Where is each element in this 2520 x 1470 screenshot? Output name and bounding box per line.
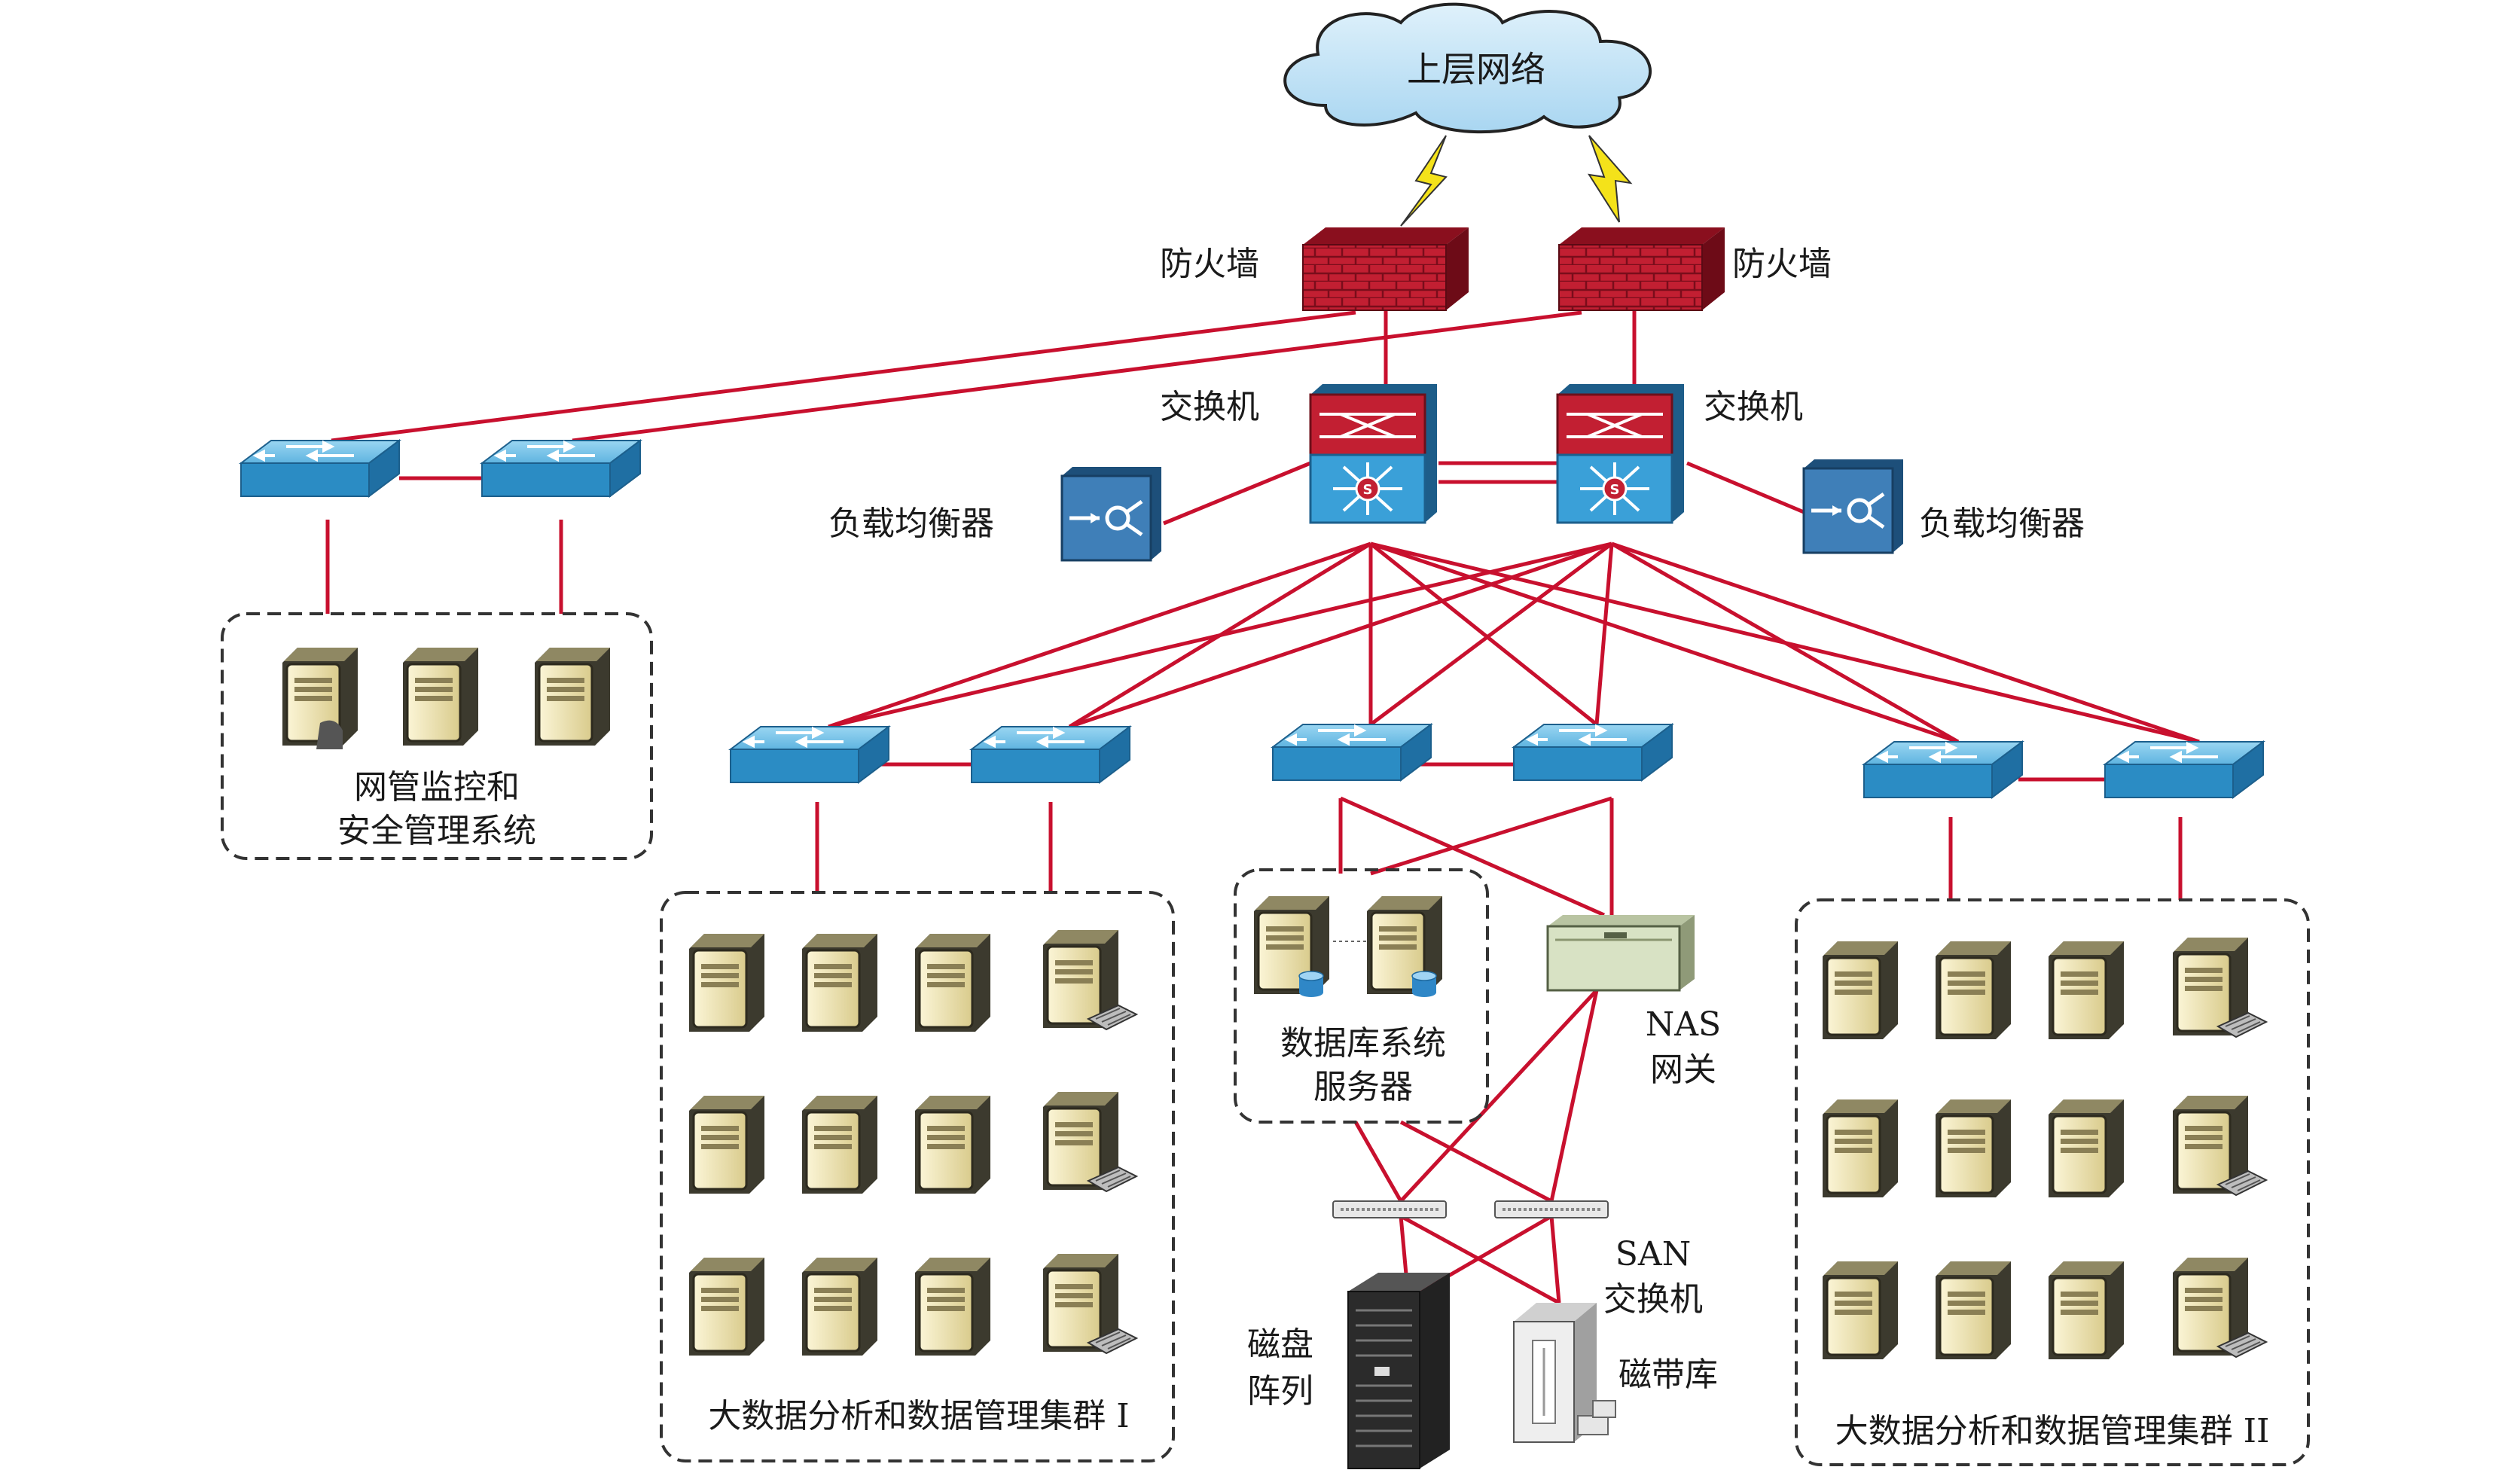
disk-label-line2: 阵列 bbox=[1247, 1372, 1313, 1411]
mgmt-servers bbox=[281, 646, 612, 749]
storage-switch-2 bbox=[1512, 723, 1673, 782]
firewall-left bbox=[1302, 227, 1469, 311]
lightning-right-icon bbox=[1587, 135, 1633, 223]
mgmt-group-box bbox=[221, 612, 653, 860]
core-switch-left bbox=[1309, 383, 1438, 524]
db-group-box bbox=[1234, 868, 1489, 1124]
tape-library bbox=[1513, 1303, 1616, 1443]
db-label-line1: 数据库系统 bbox=[1280, 1024, 1446, 1063]
san-switch-left bbox=[1332, 1200, 1447, 1218]
firewall-right bbox=[1558, 227, 1725, 311]
san-switch-right bbox=[1494, 1200, 1609, 1218]
cluster2-switch-1 bbox=[1863, 740, 2024, 799]
cluster1-switch-1 bbox=[729, 725, 890, 784]
firewall-right-label: 防火墙 bbox=[1732, 245, 1832, 283]
disk-label-line1: 磁盘 bbox=[1247, 1325, 1313, 1364]
cluster2-label: 大数据分析和数据管理集群 II bbox=[1835, 1412, 2270, 1450]
core-switch-right bbox=[1556, 383, 1686, 524]
cluster2-box bbox=[1795, 898, 2310, 1466]
core-switch-left-label: 交换机 bbox=[1160, 388, 1259, 426]
cluster1-servers bbox=[688, 930, 1136, 1357]
core-switch-right-label: 交换机 bbox=[1704, 388, 1803, 426]
cluster2-switch-2 bbox=[2104, 740, 2265, 799]
mgmt-switch-2 bbox=[481, 439, 642, 498]
cloud-label: 上层网络 bbox=[1407, 49, 1545, 90]
cluster1-switch-2 bbox=[970, 725, 1131, 784]
cluster1-box bbox=[660, 891, 1175, 1462]
nas-label-line2: 网关 bbox=[1650, 1051, 1716, 1089]
db-label-line2: 服务器 bbox=[1313, 1068, 1413, 1106]
cluster1-label: 大数据分析和数据管理集群 I bbox=[708, 1397, 1129, 1435]
cloud-upper-network: 上层网络 bbox=[1283, 2, 1652, 134]
mgmt-label-line1: 网管监控和 bbox=[354, 768, 520, 807]
load-balancer-right-label: 负载均衡器 bbox=[1919, 505, 2085, 543]
load-balancer-right bbox=[1804, 459, 1903, 553]
firewall-left-label: 防火墙 bbox=[1160, 245, 1259, 283]
mgmt-label-line2: 安全管理系统 bbox=[337, 812, 536, 850]
san-label-line2: 交换机 bbox=[1603, 1280, 1703, 1319]
tape-label: 磁带库 bbox=[1618, 1356, 1718, 1394]
disk-array bbox=[1347, 1273, 1450, 1469]
mgmt-switch-1 bbox=[239, 439, 401, 498]
nas-label-line1: NAS bbox=[1646, 1005, 1721, 1044]
load-balancer-left-label: 负载均衡器 bbox=[828, 505, 994, 543]
storage-switch-1 bbox=[1271, 723, 1432, 782]
db-servers bbox=[1254, 896, 1442, 997]
nas-gateway bbox=[1546, 915, 1695, 992]
load-balancer-left bbox=[1062, 467, 1161, 560]
cluster2-servers bbox=[1821, 938, 2266, 1361]
lightning-left-icon bbox=[1400, 135, 1448, 227]
san-label-line1: SAN bbox=[1615, 1235, 1691, 1273]
